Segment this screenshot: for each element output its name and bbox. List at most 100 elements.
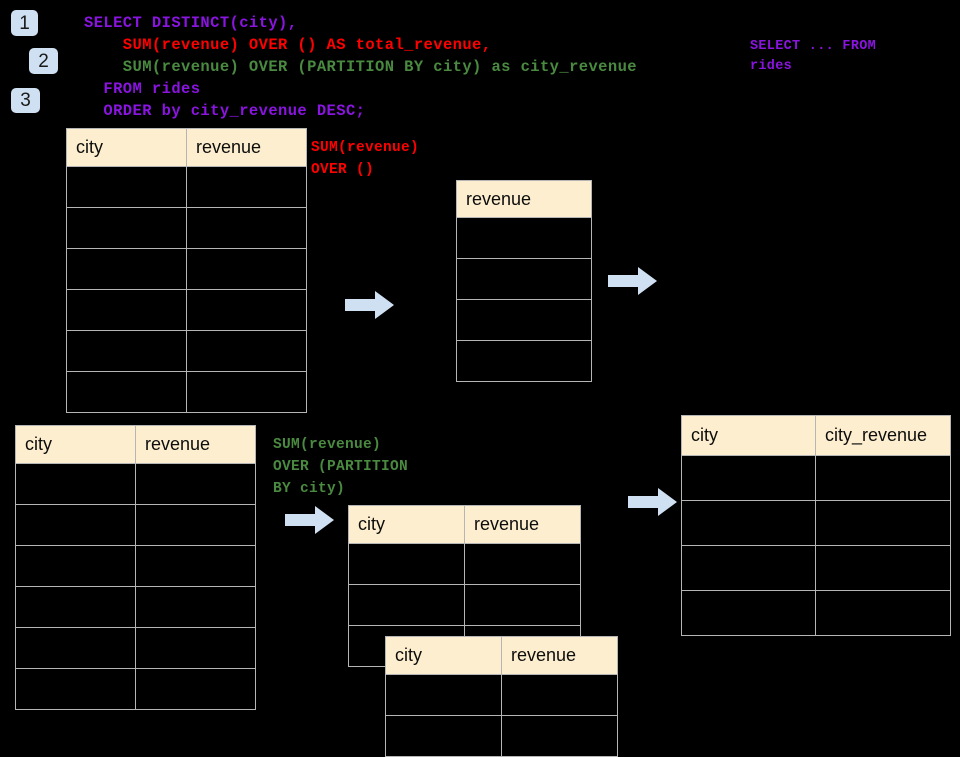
step-badge-3-label: 3	[20, 90, 31, 111]
table-row	[66, 166, 307, 208]
cell-revenue	[186, 330, 307, 372]
table-row	[456, 299, 592, 341]
cell-city	[681, 590, 816, 636]
cell-city	[66, 330, 187, 372]
cell-city	[348, 543, 465, 585]
table-row	[15, 463, 256, 505]
table-row	[385, 674, 618, 716]
column-header-city: city	[681, 415, 816, 456]
cell-revenue	[464, 543, 581, 585]
annotation-city-revenue-line3: BY city)	[273, 481, 346, 497]
cell-revenue	[135, 545, 256, 587]
table-row	[456, 340, 592, 382]
column-header-revenue: revenue	[501, 636, 618, 675]
cell-revenue	[501, 674, 618, 716]
annotation-city-revenue-line2: OVER (PARTITION	[273, 459, 409, 475]
table-row	[15, 504, 256, 546]
sql-line-city-revenue: SUM(revenue) OVER (PARTITION BY city) as…	[84, 58, 637, 76]
cell-revenue	[456, 258, 592, 300]
table-row	[385, 715, 618, 757]
cell-city	[66, 248, 187, 290]
table-header-row: revenue	[456, 180, 592, 218]
table-row	[681, 455, 951, 501]
diagram-canvas: 1 2 3 SELECT DISTINCT(city), SUM(revenue…	[11, 10, 951, 757]
table-header-row: city revenue	[66, 128, 307, 167]
table-row	[456, 258, 592, 300]
table-final-result: city city_revenue	[681, 415, 951, 636]
column-header-city: city	[348, 505, 465, 544]
step-badge-1[interactable]: 1	[11, 10, 38, 36]
cell-revenue	[186, 289, 307, 331]
sidenote-select-from-line1: SELECT ... FROM	[750, 39, 877, 54]
cell-revenue	[464, 584, 581, 626]
cell-city	[15, 504, 136, 546]
cell-revenue	[501, 715, 618, 757]
column-header-revenue: revenue	[135, 425, 256, 464]
cell-city	[385, 674, 502, 716]
table-row	[15, 586, 256, 628]
step-badge-3[interactable]: 3	[11, 88, 40, 113]
table-row	[15, 545, 256, 587]
cell-city-revenue	[815, 545, 951, 591]
cell-revenue	[135, 504, 256, 546]
column-header-city: city	[385, 636, 502, 675]
table-row	[15, 668, 256, 710]
cell-revenue	[456, 340, 592, 382]
annotation-total-revenue-line2: OVER ()	[311, 162, 375, 178]
table-row	[681, 545, 951, 591]
table-total-revenue: revenue	[456, 180, 592, 382]
step-badge-1-label: 1	[19, 12, 30, 34]
cell-city	[66, 207, 187, 249]
cell-revenue	[456, 217, 592, 259]
table-row	[456, 217, 592, 259]
cell-city	[15, 668, 136, 710]
cell-city	[15, 463, 136, 505]
table-row	[66, 289, 307, 331]
cell-city-revenue	[815, 500, 951, 546]
sql-line-total-revenue: SUM(revenue) OVER () AS total_revenue,	[84, 36, 492, 54]
cell-city	[385, 715, 502, 757]
table-header-row: city city_revenue	[681, 415, 951, 456]
cell-city	[66, 371, 187, 413]
cell-city	[681, 455, 816, 501]
cell-revenue	[186, 248, 307, 290]
cell-revenue	[135, 463, 256, 505]
column-header-revenue: revenue	[464, 505, 581, 544]
cell-city	[15, 545, 136, 587]
table-row	[66, 330, 307, 372]
table-row	[66, 371, 307, 413]
cell-city	[681, 500, 816, 546]
table-rides-source-bottom: city revenue	[15, 425, 256, 710]
table-partition-group-front: city revenue	[385, 636, 618, 757]
cell-city-revenue	[815, 455, 951, 501]
arrow-total-to-final-icon	[608, 266, 658, 296]
cell-city	[348, 584, 465, 626]
cell-city	[681, 545, 816, 591]
table-rides-source-top: city revenue	[66, 128, 307, 413]
table-row	[66, 248, 307, 290]
table-row	[66, 207, 307, 249]
cell-revenue	[135, 586, 256, 628]
column-header-revenue: revenue	[456, 180, 592, 218]
table-row	[15, 627, 256, 669]
sql-line-from: FROM rides	[84, 80, 201, 98]
table-row	[681, 590, 951, 636]
column-header-city: city	[15, 425, 136, 464]
annotation-city-revenue-line1: SUM(revenue)	[273, 437, 382, 453]
arrow-source-to-partition-icon	[285, 505, 335, 535]
table-header-row: city revenue	[385, 636, 618, 675]
table-header-row: city revenue	[15, 425, 256, 464]
cell-revenue	[186, 166, 307, 208]
sql-line-select: SELECT DISTINCT(city),	[84, 14, 298, 32]
cell-city	[15, 627, 136, 669]
cell-city	[15, 586, 136, 628]
table-row	[681, 500, 951, 546]
cell-revenue	[456, 299, 592, 341]
step-badge-2[interactable]: 2	[29, 48, 58, 74]
table-row	[348, 543, 581, 585]
cell-revenue	[186, 371, 307, 413]
table-header-row: city revenue	[348, 505, 581, 544]
cell-revenue	[135, 668, 256, 710]
table-row	[348, 584, 581, 626]
sidenote-select-from-line2: rides	[750, 59, 793, 74]
